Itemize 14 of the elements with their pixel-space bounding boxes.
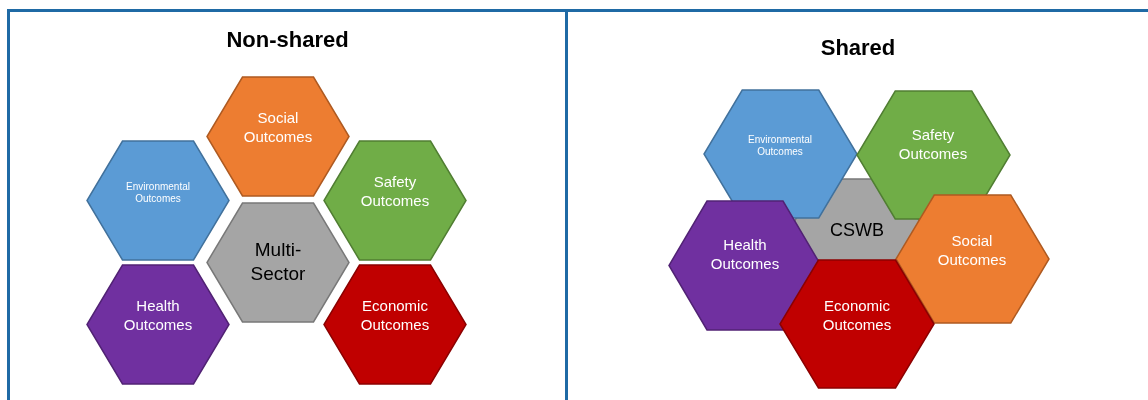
hexagon-label: CSWB (830, 219, 884, 240)
panel-heading: Non-shared (225, 27, 350, 53)
hexagon-label: Environmental Outcomes (748, 133, 812, 157)
hexagon-label: Safety Outcomes (898, 126, 968, 162)
hexagon-label: Economic Outcomes (360, 297, 430, 333)
hexagon-label: Environmental Outcomes (126, 180, 190, 204)
hexagon-label: Economic Outcomes (822, 297, 892, 333)
hexagon-label: Health Outcomes (710, 236, 780, 272)
panel-heading: Shared (819, 35, 897, 61)
hexagon-label: Social Outcomes (937, 232, 1007, 268)
hexagon-label: Multi-Sector (250, 239, 306, 284)
hexagon-label: Social Outcomes (243, 109, 313, 145)
hexagon-label: Health Outcomes (123, 297, 193, 333)
hexagon-label: Safety Outcomes (360, 173, 430, 209)
